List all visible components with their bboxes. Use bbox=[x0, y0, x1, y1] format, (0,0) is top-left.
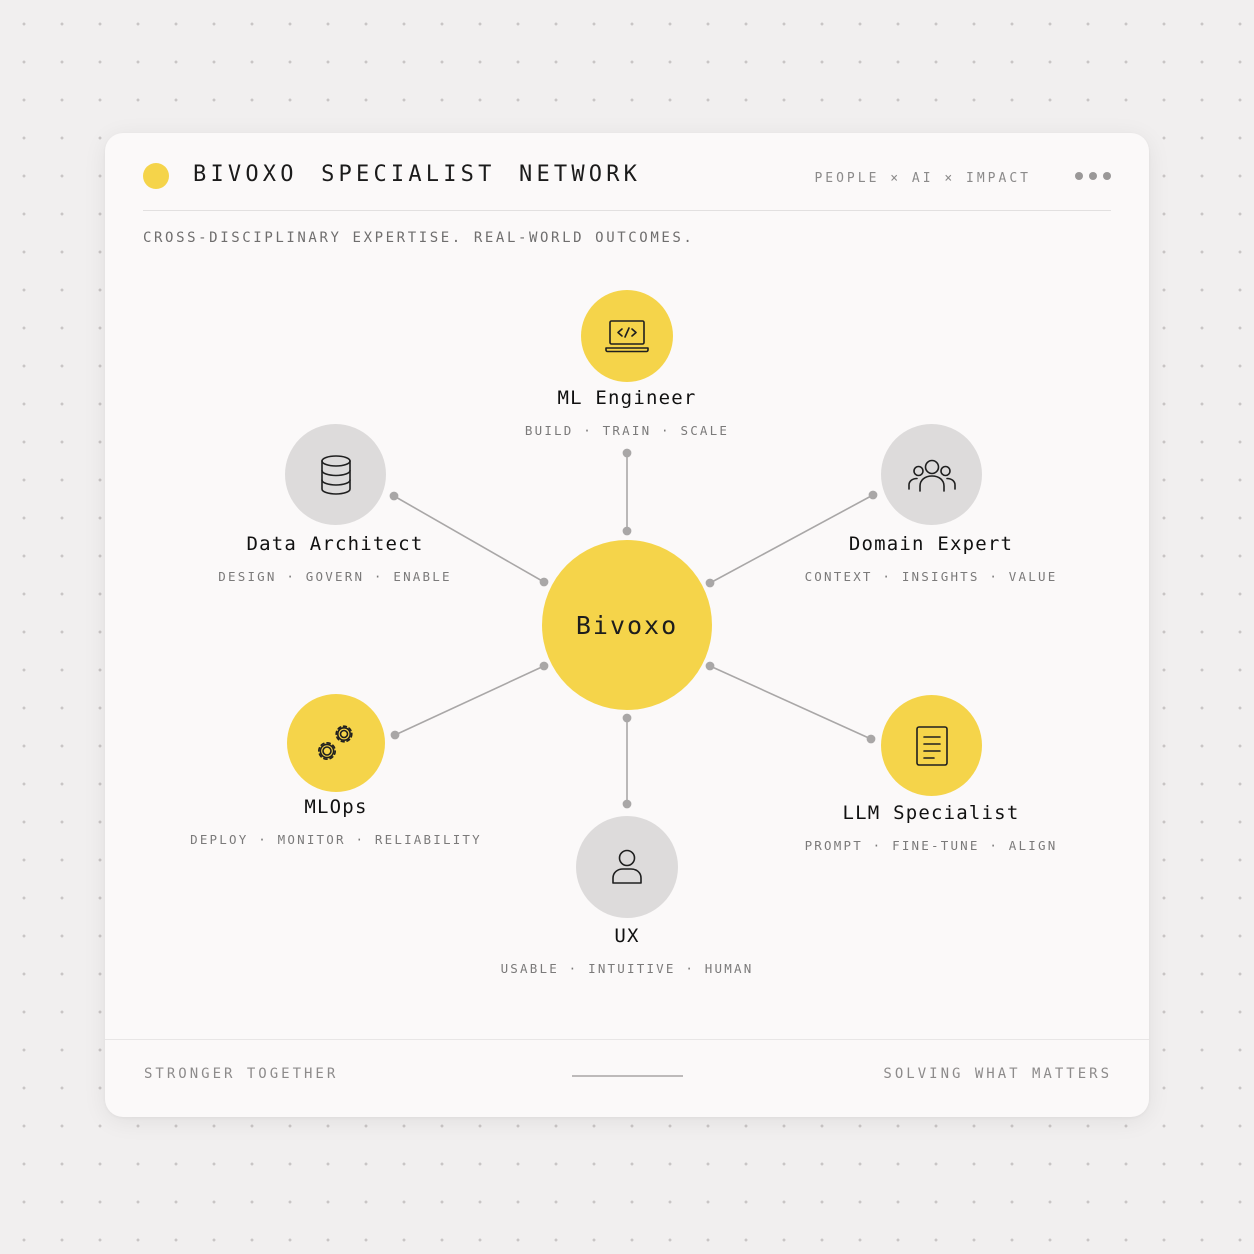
connector-dot bbox=[705, 578, 715, 588]
node-label-ux: UX bbox=[614, 925, 640, 947]
document-icon bbox=[915, 725, 948, 766]
laptop-code-icon bbox=[605, 320, 649, 353]
page-title: BIVOXO SPECIALIST NETWORK bbox=[193, 162, 642, 187]
connector-dot bbox=[866, 734, 876, 744]
node-label-domain-expert: Domain Expert bbox=[848, 533, 1014, 555]
network-card: BIVOXO SPECIALIST NETWORK PEOPLE × AI × … bbox=[105, 133, 1149, 1117]
node-tags-domain-expert: CONTEXT · INSIGHTS · VALUE bbox=[804, 569, 1058, 584]
footer: STRONGER TOGETHER SOLVING WHAT MATTERS bbox=[105, 1039, 1149, 1117]
connector-lines bbox=[389, 448, 878, 809]
connector-dot bbox=[389, 491, 399, 501]
node-tags-mlops: DEPLOY · MONITOR · RELIABILITY bbox=[190, 832, 482, 847]
node-label-mlops: MLOps bbox=[304, 796, 368, 818]
more-dot-icon bbox=[1103, 172, 1111, 180]
connector-dot bbox=[622, 799, 632, 809]
user-icon bbox=[612, 849, 642, 884]
hub-node[interactable]: Bivoxo bbox=[542, 540, 712, 710]
people-group-icon bbox=[907, 459, 956, 492]
node-tags-ux: USABLE · INTUITIVE · HUMAN bbox=[500, 961, 754, 976]
connector-dot bbox=[539, 577, 549, 587]
connector-dot bbox=[539, 661, 549, 671]
node-label-llm-specialist: LLM Specialist bbox=[842, 802, 1020, 824]
connector-mlops bbox=[394, 665, 545, 736]
more-options-button[interactable] bbox=[1075, 172, 1111, 180]
hub-label: Bivoxo bbox=[575, 610, 679, 640]
connector-dot bbox=[622, 526, 632, 536]
connector-dot bbox=[622, 448, 632, 458]
specialist-diagram: Bivoxo ML Engineer BUILD · TRAIN · SCALE… bbox=[105, 133, 1149, 1033]
node-mlops[interactable] bbox=[287, 694, 385, 792]
node-llm-specialist[interactable] bbox=[881, 695, 982, 796]
database-icon bbox=[320, 454, 351, 495]
node-domain-expert[interactable] bbox=[881, 424, 982, 525]
node-ml-engineer[interactable] bbox=[581, 290, 673, 382]
node-label-ml-engineer: ML Engineer bbox=[557, 387, 697, 409]
node-tags-llm-specialist: PROMPT · FINE-TUNE · ALIGN bbox=[804, 838, 1058, 853]
node-tags-data-architect: DESIGN · GOVERN · ENABLE bbox=[218, 569, 452, 584]
more-dot-icon bbox=[1089, 172, 1097, 180]
more-dot-icon bbox=[1075, 172, 1083, 180]
subtitle: CROSS-DISCIPLINARY EXPERTISE. REAL-WORLD… bbox=[143, 230, 695, 246]
footer-left-text: STRONGER TOGETHER bbox=[144, 1066, 339, 1082]
connector-dot bbox=[622, 713, 632, 723]
gears-icon bbox=[318, 725, 353, 760]
footer-right-text: SOLVING WHAT MATTERS bbox=[883, 1066, 1112, 1082]
header: BIVOXO SPECIALIST NETWORK PEOPLE × AI × … bbox=[143, 161, 1111, 211]
connector-domain-expert bbox=[709, 494, 874, 584]
footer-divider bbox=[572, 1075, 683, 1077]
header-tagline: PEOPLE × AI × IMPACT bbox=[814, 171, 1031, 186]
node-data-architect[interactable] bbox=[285, 424, 386, 525]
connector-data-architect bbox=[393, 495, 545, 583]
node-ux[interactable] bbox=[576, 816, 678, 918]
connector-llm-specialist bbox=[709, 665, 872, 740]
node-tags-ml-engineer: BUILD · TRAIN · SCALE bbox=[524, 423, 730, 438]
brand-dot-icon bbox=[143, 163, 169, 189]
connector-dot bbox=[390, 730, 400, 740]
connector-dot bbox=[868, 490, 878, 500]
node-label-data-architect: Data Architect bbox=[246, 533, 424, 555]
connector-dot bbox=[705, 661, 715, 671]
